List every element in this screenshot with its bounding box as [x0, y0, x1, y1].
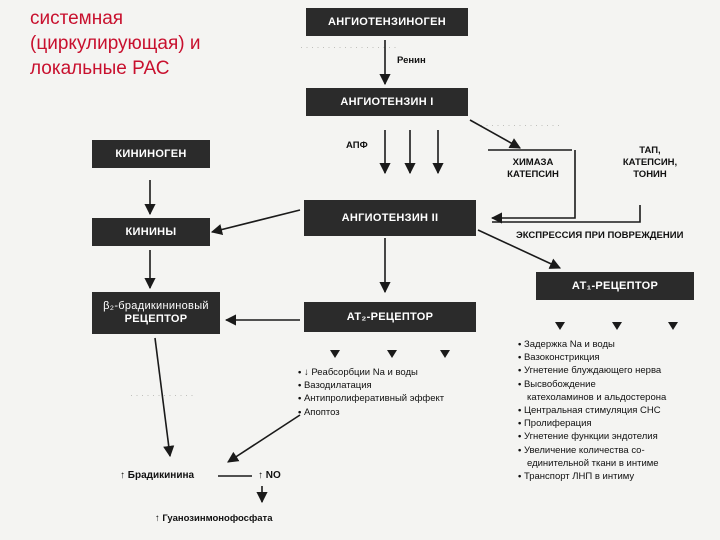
arrow-ang2-to-kinins	[210, 209, 301, 235]
at2-effect-item: Антипролиферативный эффект	[298, 392, 444, 405]
kininogen-box: КИНИНОГЕН	[92, 140, 210, 168]
at1-effect-item: Центральная стимуляция СНС	[518, 404, 666, 417]
at2-effect-marker	[330, 350, 340, 358]
tap-line: ТАП,	[639, 145, 661, 156]
chymase-label: ХИМАЗА КАТЕПСИН	[492, 157, 574, 181]
at2-effect-item: Апоптоз	[298, 406, 444, 419]
at2-effect-marker	[387, 350, 397, 358]
at1-effect-item: Увеличение количества со-	[518, 444, 666, 457]
at1-effect-marker	[668, 322, 678, 330]
renin-label: Ренин	[397, 55, 426, 66]
b2-receptor-box: β₂-брадикининовый РЕЦЕПТОР	[92, 292, 220, 334]
at1-effect-marker	[612, 322, 622, 330]
at1-effect-item-continuation: катехоламинов и альдостерона	[527, 391, 667, 403]
at2-receptor-box: АТ₂-РЕЦЕПТОР	[304, 302, 476, 332]
slide-title-line: (циркулирующая) и	[30, 33, 201, 54]
chymase-line: ХИМАЗА	[512, 157, 554, 168]
at1-effect-item-continuation: единительной ткани в интиме	[527, 457, 659, 469]
arrow-chymase-to-ang2	[490, 150, 576, 224]
tap-label: ТАП, КАТЕПСИН, ТОНИН	[610, 145, 690, 181]
at1-effect-item: Высвобождение	[518, 378, 666, 391]
at1-effect-item: Угнетение блуждающего нерва	[518, 364, 666, 377]
at1-effect-item: Транспорт ЛНП в интиму	[518, 470, 666, 483]
b2-receptor-line: β₂-брадикининовый	[103, 300, 209, 312]
at1-effect-item: Задержка Na и воды	[518, 338, 666, 351]
at2-effect-marker	[440, 350, 450, 358]
bleed-through-text: · · · · · · · · · · · · · · · · · ·	[300, 42, 397, 52]
slide-title-line: системная	[30, 8, 124, 29]
tap-line: КАТЕПСИН,	[622, 157, 678, 168]
arrow-b2-to-bradykinin	[154, 337, 175, 458]
arrow-to-chymase	[469, 119, 521, 149]
chymase-line: КАТЕПСИН	[507, 169, 559, 180]
kinins-box: КИНИНЫ	[92, 218, 210, 246]
at2-effect-item: Вазодилатация	[298, 379, 444, 392]
at1-effects-list: Задержка Na и воды Вазоконстрикция Угнет…	[518, 338, 666, 483]
bleed-through-text: · · · · · · · · · · · · · · ·	[480, 120, 560, 130]
at2-effect-item: ↓ Реабсорбции Na и воды	[298, 366, 444, 379]
slide-title-line: локальные РАС	[30, 58, 170, 79]
apf-label: АПФ	[346, 140, 368, 151]
bradykinin-label: ↑ Брадикинина	[120, 470, 195, 481]
at1-effect-item: Угнетение функции эндотелия	[518, 430, 666, 443]
angiotensinogen-box: АНГИОТЕНЗИНОГЕН	[306, 8, 468, 36]
at1-effect-item: Вазоконстрикция	[518, 351, 666, 364]
cgmp-label: ↑ Гуанозинмонофосфата	[155, 513, 273, 524]
arrow-at2-to-bradykinin	[227, 414, 301, 463]
at1-receptor-box: АТ₁-РЕЦЕПТОР	[536, 272, 694, 300]
at2-effects-list: ↓ Реабсорбции Na и воды Вазодилатация Ан…	[298, 366, 444, 419]
slide-title: системная (циркулирующая) и локальные РА…	[30, 6, 260, 81]
at1-effect-marker	[555, 322, 565, 330]
angiotensin-1-box: АНГИОТЕНЗИН I	[306, 88, 468, 116]
no-label: ↑ NO	[258, 470, 281, 481]
expression-label: ЭКСПРЕССИЯ ПРИ ПОВРЕЖДЕНИИ	[516, 230, 684, 241]
arrow-expression	[477, 229, 562, 269]
at1-effect-item: Пролиферация	[518, 417, 666, 430]
tap-line: ТОНИН	[633, 169, 667, 180]
angiotensin-2-box: АНГИОТЕНЗИН II	[304, 200, 476, 236]
b2-receptor-line: РЕЦЕПТОР	[124, 313, 188, 325]
